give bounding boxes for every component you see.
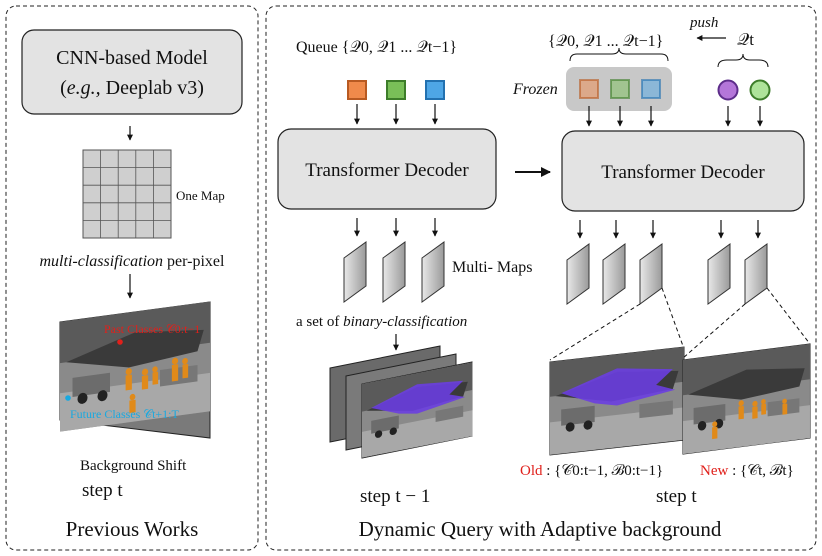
left-panel-frame xyxy=(5,5,259,551)
frozen-square-blue xyxy=(641,79,661,99)
new-query-purple xyxy=(717,79,739,101)
one-map-grid xyxy=(82,149,172,239)
right-panel-title: Dynamic Query with Adaptive background xyxy=(359,517,722,541)
multi-classification-label: multi-classification per-pixel xyxy=(40,253,226,270)
step-t-label: step t xyxy=(656,486,697,507)
previous-works-title: Previous Works xyxy=(66,517,199,541)
frozen-brace xyxy=(569,47,669,62)
cnn-model-example: (e.g., Deeplab v3) xyxy=(60,77,204,99)
binary-maps-stack xyxy=(329,345,473,459)
past-classes-label: Past Classes 𝒞0:t−1 xyxy=(104,322,200,336)
past-class-dot xyxy=(117,339,123,345)
cnn-model-title: CNN-based Model xyxy=(56,47,208,69)
future-class-dot xyxy=(65,395,71,401)
binary-classification-label: a set of binary-classification xyxy=(296,314,467,330)
transformer-decoder-right xyxy=(561,130,805,212)
right-panel-frame xyxy=(265,5,817,551)
new-query-green xyxy=(749,79,771,101)
multi-maps-right xyxy=(566,243,768,305)
qt-label: 𝒬t xyxy=(737,30,754,49)
frozen-square-green xyxy=(610,79,630,99)
multi-maps-label: Multi- Maps xyxy=(452,259,532,276)
qt-brace xyxy=(717,53,769,68)
query-square-orange xyxy=(347,80,367,100)
frozen-label: Frozen xyxy=(512,81,558,98)
dashed-new-right xyxy=(766,287,811,345)
frozen-square-orange xyxy=(579,79,599,99)
one-map-label: One Map xyxy=(176,188,225,203)
decoder-right-label: Transformer Decoder xyxy=(601,162,765,183)
frozen-set-label: {𝒬0, 𝒬1 ... 𝒬t−1} xyxy=(548,33,663,50)
queue-label: Queue {𝒬0, 𝒬1 ... 𝒬t−1} xyxy=(296,39,457,56)
old-output-label: Old : {𝒞0:t−1, ℬ0:t−1} xyxy=(520,463,663,479)
transformer-decoder-left xyxy=(277,128,497,210)
new-classes-image xyxy=(682,343,811,455)
dashed-old-left xyxy=(549,303,641,361)
background-shift-label: Background Shift xyxy=(80,458,187,474)
scene-photo xyxy=(60,301,210,432)
query-square-blue xyxy=(425,80,445,100)
push-label: push xyxy=(689,15,718,31)
query-square-green xyxy=(386,80,406,100)
dashed-old-right xyxy=(661,287,684,347)
plane-mask-right xyxy=(561,368,676,406)
cnn-model-box xyxy=(21,29,243,115)
new-output-label: New : {𝒞t, ℬt} xyxy=(700,463,794,479)
old-classes-image xyxy=(549,346,685,456)
previous-works-image xyxy=(59,301,211,439)
future-classes-label: Future Classes 𝒞t+1:T xyxy=(70,407,180,421)
multi-maps-left xyxy=(343,241,445,303)
step-t-minus-1-label: step t − 1 xyxy=(360,486,430,507)
dashed-new-left xyxy=(682,303,746,359)
decoder-left-label: Transformer Decoder xyxy=(305,160,469,181)
left-step-label: step t xyxy=(82,480,123,501)
plane-mask-left xyxy=(371,380,466,414)
